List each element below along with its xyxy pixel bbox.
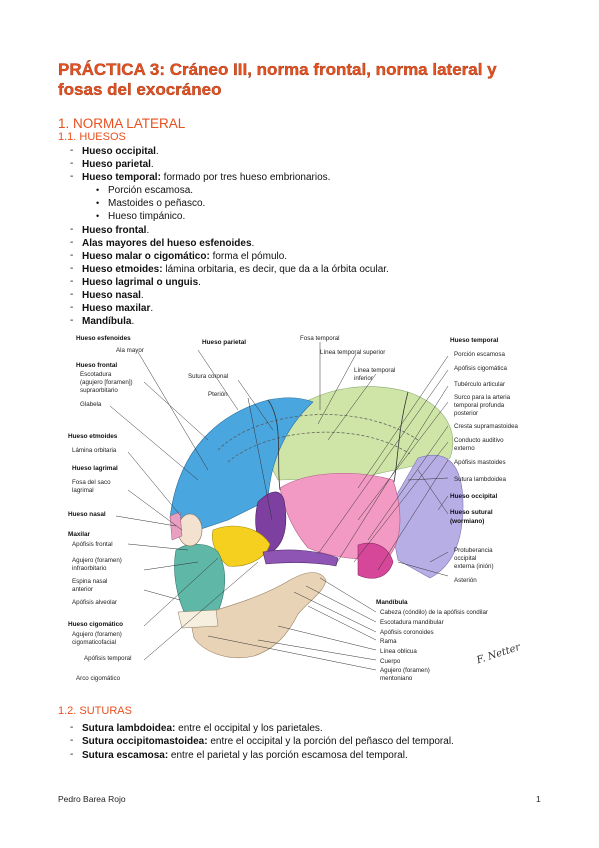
temporal-line — [217, 414, 419, 451]
zygomatic-arch — [262, 549, 339, 567]
label-ala-mayor: Ala mayor — [116, 347, 144, 354]
label-lagrimal: lagrimal — [72, 487, 94, 494]
label-rama: Rama — [380, 638, 397, 645]
label-cigomaticofacial: cigomaticofacial — [72, 639, 116, 646]
label-hueso-lagrimal: Hueso lagrimal — [72, 465, 118, 472]
label-glabela: Glabela — [80, 401, 102, 408]
label-mentoniano: mentoniano — [380, 675, 413, 682]
list-item: Hueso maxilar. — [70, 301, 389, 315]
label-cresta-supramastoidea: Cresta supramastoidea — [454, 423, 519, 430]
label-cabeza-condilo: Cabeza (cóndilo) de la apófisis condilar — [380, 609, 488, 616]
label-hueso-temporal: Hueso temporal — [450, 337, 499, 344]
list-item: Sutura lambdoidea: entre el occipital y … — [70, 721, 454, 735]
label-apofisis-frontal: Apófisis frontal — [72, 541, 113, 548]
label-pterion: Pterión — [208, 391, 228, 398]
label-supraorbitario: supraorbitario — [80, 387, 118, 394]
label-conducto-auditivo: Conducto auditivo — [454, 437, 504, 444]
maxilla-bone — [174, 543, 226, 617]
label-apofisis-temporal: Apófisis temporal — [84, 655, 131, 662]
list-item: Hueso nasal. — [70, 288, 389, 302]
netter-signature: F. Netter — [474, 642, 522, 667]
label-externa-inion: externa (inión) — [454, 563, 494, 570]
label-linea-temporal-superior: Línea temporal superior — [320, 349, 385, 356]
label-maxilar: Maxilar — [68, 531, 91, 538]
label-lamina-orbitaria: Lámina orbitaria — [72, 447, 117, 454]
label-agujero-cigomaticofacial: Agujero (foramen) — [72, 631, 122, 638]
label-porcion-escamosa: Porción escamosa — [454, 351, 505, 358]
label-apofisis-mastoides: Apófisis mastoides — [454, 459, 506, 466]
list-item: Sutura occipitomastoidea: entre el occip… — [70, 734, 454, 748]
mastoid-region — [357, 542, 394, 579]
list-item: Hueso etmoides: lámina orbitaria, es dec… — [70, 262, 389, 276]
page-number: 1 — [536, 794, 541, 804]
label-linea-temporal: Línea temporal — [354, 367, 395, 374]
mandible-bone — [189, 572, 327, 659]
leader-lines — [109, 342, 449, 671]
label-apofisis-coronoides: Apófisis coronoides — [380, 629, 434, 636]
label-occipital: occipital — [454, 555, 476, 562]
label-protuberancia: Protuberancia — [454, 547, 493, 554]
label-wormiano: (wormiano) — [450, 518, 484, 525]
label-agujero: (agujero [foramen]) — [80, 379, 133, 386]
label-posterior: posterior — [454, 410, 478, 417]
frontal-bone — [169, 397, 314, 531]
label-arco-cigomatico: Arco cigomático — [76, 675, 121, 682]
label-fosa-temporal: Fosa temporal — [300, 335, 340, 342]
label-hueso-nasal: Hueso nasal — [68, 511, 106, 518]
label-sutura-coronal: Sutura coronal — [188, 373, 228, 380]
teeth — [177, 609, 219, 629]
lambdoid-suture — [393, 391, 409, 483]
list-item: Mandíbula. — [70, 314, 389, 328]
label-hueso-parietal: Hueso parietal — [202, 339, 246, 346]
occipital-bone — [387, 454, 464, 579]
label-agujero-mentoniano: Agujero (foramen) — [380, 667, 430, 674]
list-item: Hueso malar o cigomático: forma el pómul… — [70, 249, 389, 263]
label-hueso-etmoides: Hueso etmoides — [68, 433, 118, 440]
footer-author: Pedro Barea Rojo — [58, 794, 126, 804]
subsection-heading-suturas: 1.2. SUTURAS — [58, 705, 132, 717]
coronal-suture — [267, 399, 281, 491]
label-externo: externo — [454, 445, 475, 452]
list-item: Hueso frontal. — [70, 223, 389, 237]
label-asterion: Asterión — [454, 577, 477, 584]
label-infraorbitario: infraorbitario — [72, 565, 107, 572]
label-escotadura-mandibular: Escotadura mandibular — [380, 619, 444, 626]
list-item: Hueso parietal. — [70, 157, 389, 171]
sub-list-item: Hueso timpánico. — [70, 210, 389, 223]
skull-lateral-illustration: Hueso esfenoides Ala mayor Hueso frontal… — [68, 335, 523, 682]
label-temporal-profunda: temporal profunda — [454, 402, 505, 409]
label-mandibula: Mandíbula — [376, 599, 408, 606]
label-espina-nasal: Espina nasal — [72, 578, 107, 585]
label-agujero-infraorbitario: Agujero (foramen) — [72, 557, 122, 564]
label-escotadura: Escotadura — [80, 371, 112, 378]
list-item: Hueso temporal: formado por tres hueso e… — [70, 170, 389, 184]
label-hueso-occipital: Hueso occipital — [450, 493, 497, 500]
label-hueso-cigomatico: Hueso cigomático — [68, 621, 123, 628]
bones-list: Hueso occipital. Hueso parietal. Hueso t… — [70, 144, 389, 328]
page-title: PRÁCTICA 3: Cráneo III, norma frontal, n… — [58, 60, 497, 99]
label-apofisis-cigomatica: Apófisis cigomática — [454, 365, 508, 372]
sutures-list: Sutura lambdoidea: entre el occipital y … — [70, 721, 454, 762]
subsection-heading-huesos: 1.1. HUESOS — [58, 131, 126, 143]
label-apofisis-alveolar: Apófisis alveolar — [72, 599, 117, 606]
label-sutura-lambdoidea: Sutura lambdoidea — [454, 476, 506, 483]
label-hueso-sutural: Hueso sutural — [450, 509, 493, 516]
sub-list-item: Mastoides o peñasco. — [70, 197, 389, 210]
sub-list-item: Porción escamosa. — [70, 184, 389, 197]
label-tuberculo-articular: Tubérculo articular — [454, 381, 505, 388]
list-item: Sutura escamosa: entre el parietal y las… — [70, 748, 454, 762]
section-heading-norma-lateral: 1. NORMA LATERAL — [58, 116, 186, 131]
label-hueso-esfenoides: Hueso esfenoides — [76, 335, 131, 342]
list-item: Alas mayores del hueso esfenoides. — [70, 236, 389, 250]
label-surco-arteria: Surco para la arteria — [454, 394, 511, 401]
temporal-line — [227, 431, 411, 463]
label-linea-oblicua: Línea oblicua — [380, 648, 417, 655]
label-inferior: inferior — [354, 375, 373, 382]
label-cuerpo: Cuerpo — [380, 658, 401, 665]
list-item: Hueso lagrimal o unguis. — [70, 275, 389, 289]
label-fosa-saco: Fosa del saco — [72, 479, 111, 486]
label-anterior: anterior — [72, 586, 93, 593]
label-hueso-frontal: Hueso frontal — [76, 362, 117, 369]
list-item: Hueso occipital. — [70, 144, 389, 158]
